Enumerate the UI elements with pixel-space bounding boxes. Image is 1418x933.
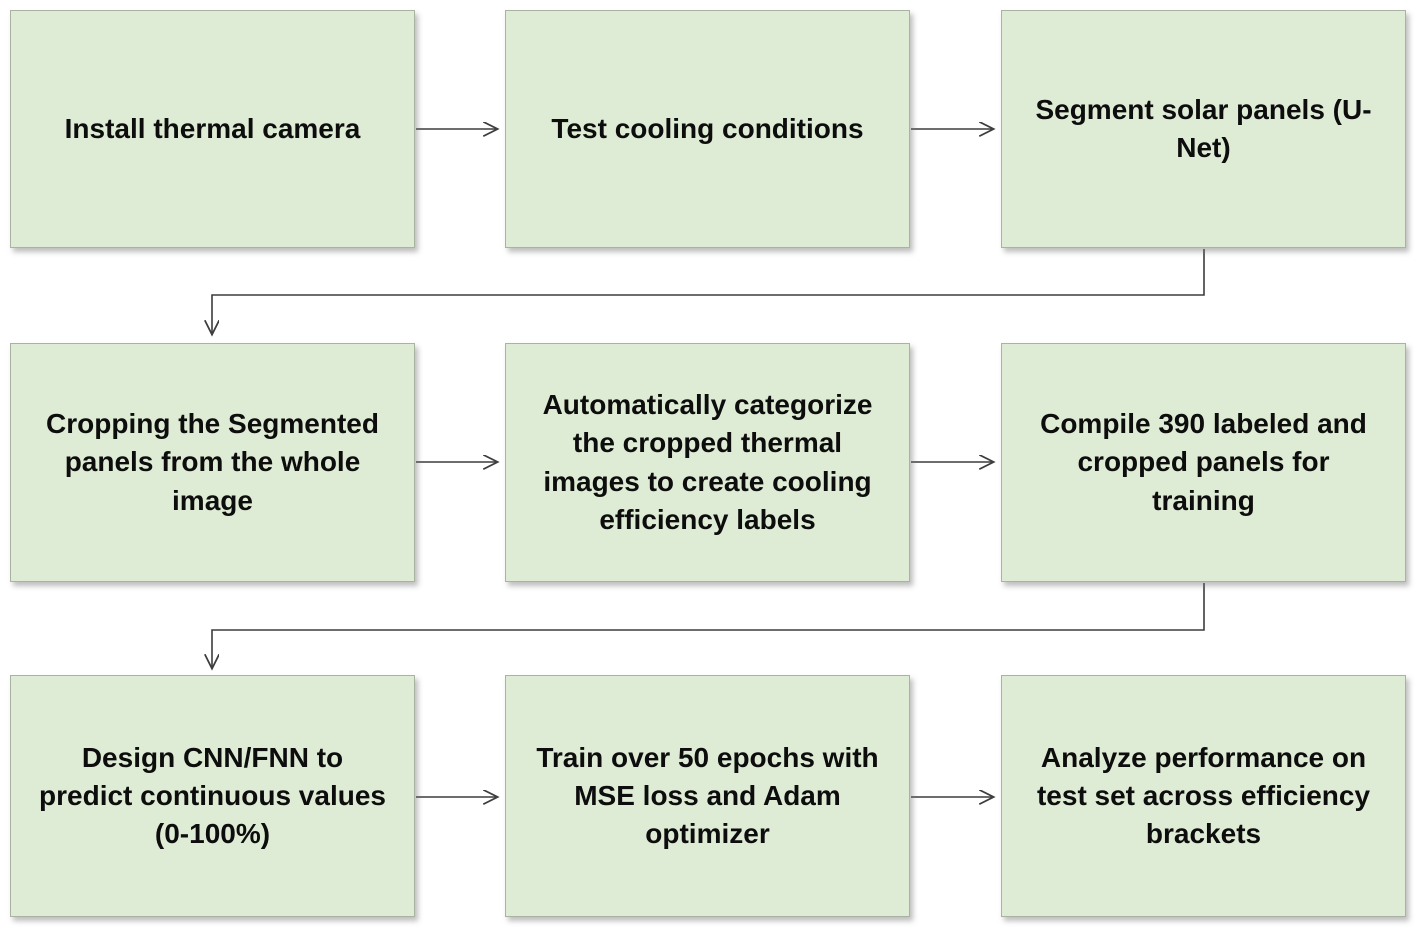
elbow-compile-to-design bbox=[212, 583, 1205, 668]
node-label: Analyze performance on test set across e… bbox=[1036, 741, 1371, 850]
node-test-cooling-conditions: Test cooling conditions bbox=[505, 10, 910, 248]
node-label: Segment solar panels (U-Net) bbox=[1035, 93, 1372, 163]
elbow-segment-to-cropping bbox=[212, 249, 1205, 334]
node-design-cnn-fnn: Design CNN/FNN to predict continuous val… bbox=[10, 675, 415, 917]
node-install-thermal-camera: Install thermal camera bbox=[10, 10, 415, 248]
node-label: Automatically categorize the cropped the… bbox=[542, 389, 873, 535]
node-label: Install thermal camera bbox=[64, 112, 361, 144]
node-categorize-thermal-images: Automatically categorize the cropped the… bbox=[505, 343, 910, 582]
node-label: Design CNN/FNN to predict continuous val… bbox=[39, 741, 386, 850]
node-label: Cropping the Segmented panels from the w… bbox=[46, 408, 379, 516]
node-crop-segmented-panels: Cropping the Segmented panels from the w… bbox=[10, 343, 415, 582]
node-segment-solar-panels: Segment solar panels (U-Net) bbox=[1001, 10, 1406, 248]
node-label: Train over 50 epochs with MSE loss and A… bbox=[536, 741, 879, 850]
node-train-50-epochs: Train over 50 epochs with MSE loss and A… bbox=[505, 675, 910, 917]
node-label: Compile 390 labeled and cropped panels f… bbox=[1040, 408, 1367, 516]
node-label: Test cooling conditions bbox=[551, 112, 864, 144]
node-analyze-performance: Analyze performance on test set across e… bbox=[1001, 675, 1406, 917]
node-compile-labeled-panels: Compile 390 labeled and cropped panels f… bbox=[1001, 343, 1406, 582]
